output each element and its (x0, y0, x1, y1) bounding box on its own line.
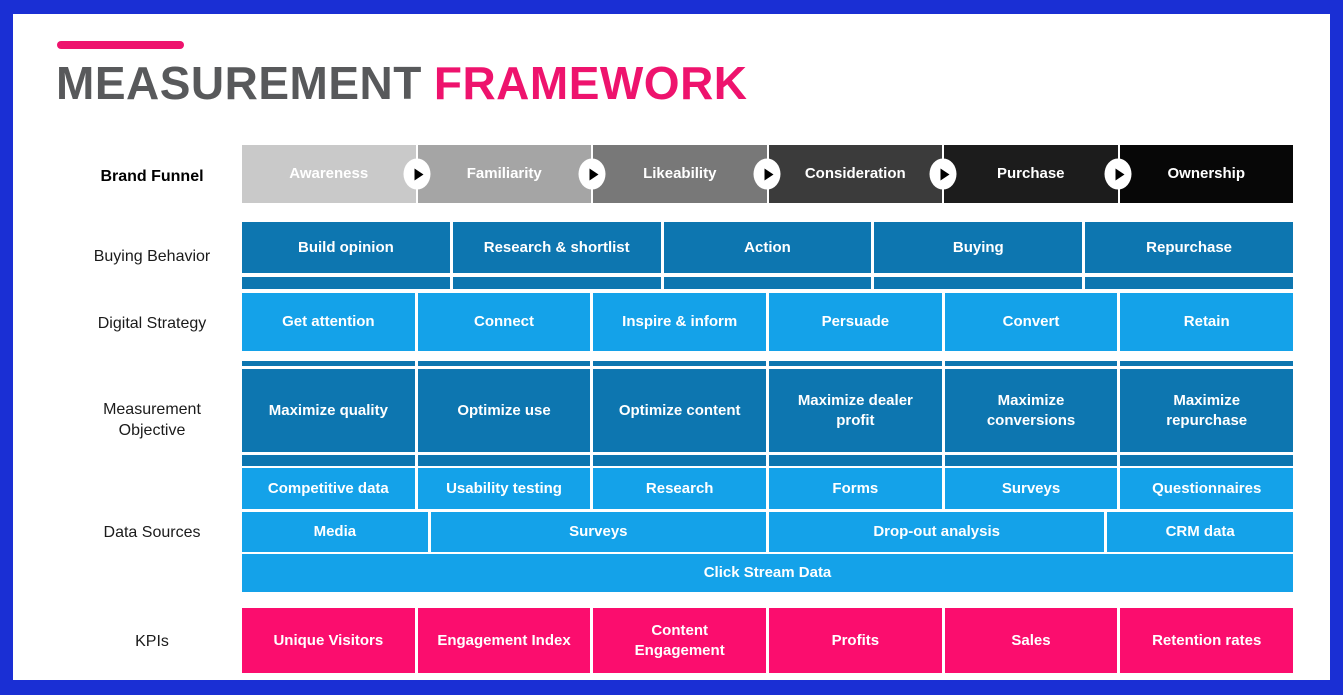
data-source-cell: Research (593, 468, 767, 509)
digital-strategy-cell: Convert (944, 293, 1118, 351)
kpi-cell: Sales (944, 608, 1118, 673)
data-source-cell: Surveys (944, 468, 1118, 509)
arrow-right-icon (403, 158, 431, 190)
row-label-kpis: KPIs (135, 633, 169, 650)
sliver-cell (242, 455, 415, 466)
funnel-stage-label: Awareness (289, 165, 369, 182)
sliver-cell (944, 361, 1118, 366)
data-sources-sliver (242, 455, 1294, 466)
kpi-cell: Unique Visitors (242, 608, 415, 673)
sliver-cell (874, 277, 1083, 289)
arrow-right-icon (578, 158, 606, 190)
sliver-cell (769, 361, 942, 366)
sliver-cell (1085, 277, 1293, 289)
funnel-stage: Likeability (593, 145, 767, 203)
sliver-cell (944, 455, 1118, 466)
funnel-stage: Purchase (944, 145, 1118, 203)
funnel-stage: Consideration (768, 145, 942, 203)
data-sources-row-1: Competitive data Usability testing Resea… (242, 468, 1294, 509)
funnel-stage: Awareness (242, 145, 416, 203)
sliver-cell (417, 361, 591, 366)
brand-funnel-row: Awareness Familiarity Likeability Consid… (242, 145, 1293, 203)
kpi-cell: Retention rates (1120, 608, 1294, 673)
measurement-objective-cell: Maximize quality (242, 369, 415, 452)
page-title-primary: MEASUREMENT (56, 57, 422, 109)
data-source-cell: Usability testing (417, 468, 591, 509)
digital-strategy-cell: Retain (1120, 293, 1294, 351)
digital-strategy-cell: Get attention (242, 293, 415, 351)
kpi-cell: Content Engagement (593, 608, 767, 673)
measurement-objective-cell: Maximize repurchase (1120, 369, 1294, 452)
funnel-stage-label: Purchase (996, 165, 1065, 182)
buying-behavior-cell: Buying (874, 222, 1083, 273)
data-source-cell: Questionnaires (1120, 468, 1294, 509)
arrow-right-icon (929, 158, 957, 190)
measurement-objective-cell: Optimize content (593, 369, 767, 452)
buying-behavior-cell: Build opinion (242, 222, 450, 273)
data-source-cell: Forms (769, 468, 942, 509)
measurement-objective-cell: Maximize conversions (944, 369, 1118, 452)
digital-strategy-cell: Inspire & inform (593, 293, 767, 351)
measurement-objective-row: Maximize quality Optimize use Optimize c… (242, 369, 1294, 452)
sliver-cell (417, 455, 591, 466)
buying-behavior-row: Build opinion Research & shortlist Actio… (242, 222, 1293, 273)
row-label-brand-funnel: Brand Funnel (100, 168, 204, 185)
digital-strategy-cell: Connect (417, 293, 591, 351)
data-sources-row-2: Media Surveys Drop-out analysis CRM data (242, 512, 1293, 552)
measurement-objective-cell: Optimize use (417, 369, 591, 452)
kpis-row: Unique Visitors Engagement Index Content… (242, 608, 1294, 673)
sliver-cell (593, 455, 767, 466)
buying-behavior-sliver (242, 277, 1293, 289)
digital-strategy-cell: Persuade (769, 293, 942, 351)
data-source-cell: Surveys (430, 512, 766, 552)
row-label-measurement-objective: Measurement Objective (103, 401, 201, 439)
sliver-cell (663, 277, 872, 289)
data-sources-row-3: Click Stream Data (242, 554, 1293, 592)
sliver-cell (769, 455, 942, 466)
page-title-accent: FRAMEWORK (433, 57, 748, 109)
sliver-cell (593, 361, 767, 366)
funnel-stage: Ownership (1119, 145, 1293, 203)
sliver-cell (1120, 455, 1294, 466)
sliver-cell (242, 361, 415, 366)
measurement-objective-cell: Maximize dealer profit (769, 369, 942, 452)
data-source-cell: Competitive data (242, 468, 415, 509)
buying-behavior-cell: Repurchase (1085, 222, 1293, 273)
funnel-stage-label: Likeability (643, 165, 717, 182)
row-label-digital-strategy: Digital Strategy (97, 315, 207, 332)
title-accent-bar (57, 41, 184, 49)
data-source-cell: Click Stream Data (242, 554, 1293, 592)
kpi-cell: Profits (769, 608, 942, 673)
data-source-cell: CRM data (1107, 512, 1293, 552)
funnel-stage-label: Ownership (1167, 165, 1245, 182)
row-label-buying-behavior: Buying Behavior (93, 248, 211, 265)
sliver-cell (242, 277, 450, 289)
funnel-stage-label: Familiarity (466, 165, 542, 182)
funnel-stage-label: Consideration (804, 165, 906, 182)
kpi-cell: Engagement Index (417, 608, 591, 673)
buying-behavior-cell: Research & shortlist (452, 222, 661, 273)
arrow-right-icon (1104, 158, 1132, 190)
arrow-right-icon (753, 158, 781, 190)
digital-strategy-row: Get attention Connect Inspire & inform P… (242, 293, 1294, 351)
data-source-cell: Media (242, 512, 428, 552)
measurement-objective-sliver (242, 361, 1294, 366)
row-label-data-sources: Data Sources (103, 524, 201, 541)
framework-grid: Awareness Familiarity Likeability Consid… (242, 0, 1294, 695)
funnel-stage: Familiarity (417, 145, 591, 203)
buying-behavior-cell: Action (663, 222, 872, 273)
sliver-cell (1120, 361, 1294, 366)
sliver-cell (452, 277, 661, 289)
data-source-cell: Drop-out analysis (769, 512, 1105, 552)
